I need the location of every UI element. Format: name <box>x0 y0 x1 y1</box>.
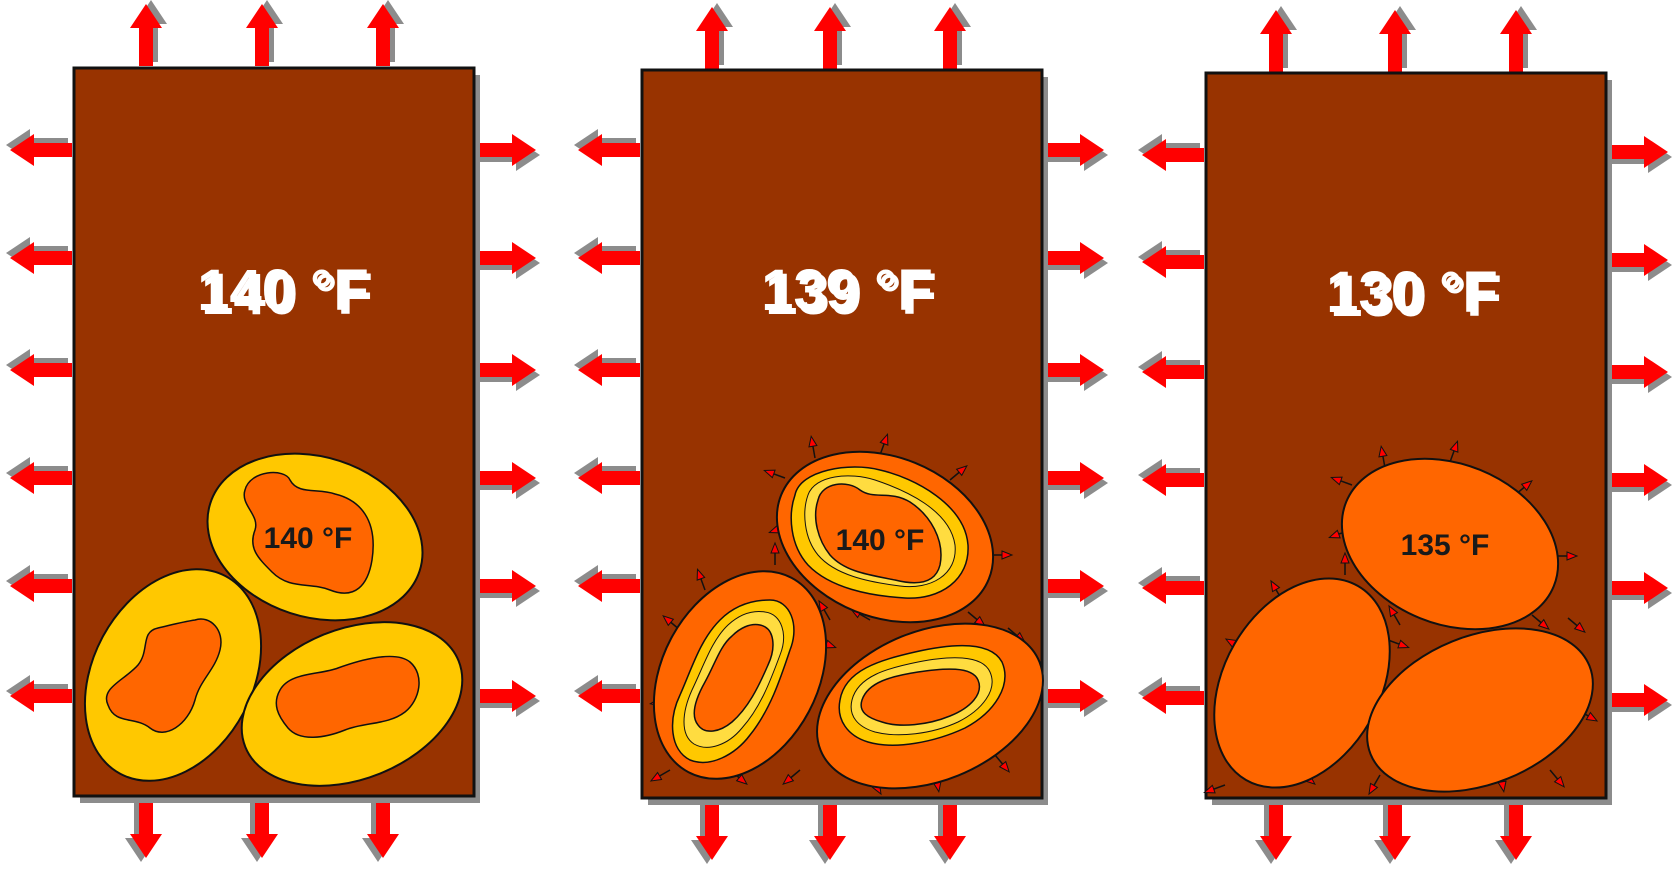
heat-loss-arrow-icon <box>1500 6 1537 72</box>
heat-loss-arrow-icon <box>1138 134 1204 171</box>
heat-loss-arrow-icon <box>241 796 278 862</box>
food-piece <box>1366 627 1594 793</box>
heat-loss-arrow-icon <box>1042 354 1108 391</box>
heat-loss-arrow-icon <box>474 680 540 717</box>
heat-loss-arrow-icon <box>474 354 540 391</box>
heat-loss-arrow-icon <box>1606 684 1672 721</box>
heat-loss-arrow-icon <box>1042 570 1108 607</box>
heat-loss-arrow-icon <box>574 237 640 274</box>
food-piece <box>240 621 464 787</box>
heat-loss-arrow-icon <box>474 242 540 279</box>
food-piece <box>652 570 828 780</box>
heat-loss-arrow-icon <box>574 349 640 386</box>
food-temperature: 140 °F <box>836 524 925 557</box>
heat-loss-arrow-icon <box>1042 462 1108 499</box>
heat-loss-arrow-icon <box>1379 6 1416 72</box>
heat-loss-arrow-icon <box>1042 680 1108 717</box>
heat-loss-arrow-icon <box>696 3 733 69</box>
heat-loss-arrow-icon <box>814 3 851 69</box>
heat-loss-arrow-icon <box>6 565 72 602</box>
heat-loss-arrow-icon <box>1042 242 1108 279</box>
heat-loss-arrow-icon <box>362 796 399 862</box>
container-temperature: 140 °F <box>197 258 369 323</box>
heat-loss-arrow-icon <box>130 0 167 66</box>
food-temperature: 135 °F <box>1401 529 1490 562</box>
heat-loss-arrow-icon <box>1606 356 1672 393</box>
heat-loss-arrow-icon <box>125 796 162 862</box>
heat-loss-arrow-icon <box>929 798 966 864</box>
heat-loss-arrow-icon <box>1260 6 1297 72</box>
container-temperature: 130 °F <box>1326 260 1498 325</box>
food-temperature: 140 °F <box>264 522 353 555</box>
heat-loss-arrow-icon <box>1138 677 1204 714</box>
food-piece <box>83 568 263 782</box>
heat-loss-arrow-icon <box>574 129 640 166</box>
heat-loss-arrow-icon <box>691 798 728 864</box>
container-temperature: 139 °F <box>761 258 933 323</box>
heat-loss-arrow-icon <box>6 129 72 166</box>
heat-loss-arrow-icon <box>6 237 72 274</box>
heat-loss-arrow-icon <box>934 3 971 69</box>
container-temperature: 140 °F <box>201 262 373 327</box>
food-piece: 140 °F <box>775 450 995 624</box>
panel-3: 130 °F 130 °F 135 ° <box>1138 6 1672 864</box>
heat-loss-arrow-icon <box>246 0 283 66</box>
panel-1: 140 °F 140 °F 140 °F <box>6 0 540 862</box>
heat-loss-arrow-icon <box>474 570 540 607</box>
heat-loss-arrow-icon <box>6 675 72 712</box>
heat-loss-arrow-icon <box>1255 798 1292 864</box>
heat-loss-arrow-icon <box>1606 464 1672 501</box>
heat-loss-arrow-icon <box>1138 241 1204 278</box>
heat-loss-arrow-icon <box>574 565 640 602</box>
panel-2: 139 °F 139 °F <box>574 3 1108 864</box>
food-piece: 135 °F <box>1340 457 1560 631</box>
heat-loss-arrow-icon <box>1138 459 1204 496</box>
heat-loss-arrow-icon <box>474 134 540 171</box>
heat-loss-arrow-icon <box>367 0 404 66</box>
heat-loss-arrow-icon <box>1374 798 1411 864</box>
heat-loss-arrow-icon <box>1606 572 1672 609</box>
heat-loss-arrow-icon <box>1138 351 1204 388</box>
heat-loss-arrow-icon <box>809 798 846 864</box>
container-temperature: 139 °F <box>765 262 937 327</box>
heat-loss-arrow-icon <box>6 457 72 494</box>
heat-loss-arrow-icon <box>474 462 540 499</box>
food-piece <box>816 622 1044 790</box>
heat-loss-arrow-icon <box>1606 244 1672 281</box>
container-temperature: 130 °F <box>1330 264 1502 329</box>
heat-loss-arrow-icon <box>1042 134 1108 171</box>
heat-loss-arrow-icon <box>574 675 640 712</box>
heat-loss-arrow-icon <box>6 349 72 386</box>
heat-loss-arrow-icon <box>574 457 640 494</box>
heat-loss-arrow-icon <box>1138 567 1204 604</box>
food-piece: 140 °F <box>206 452 424 622</box>
heat-loss-arrow-icon <box>1606 136 1672 173</box>
heat-loss-arrow-icon <box>1495 798 1532 864</box>
